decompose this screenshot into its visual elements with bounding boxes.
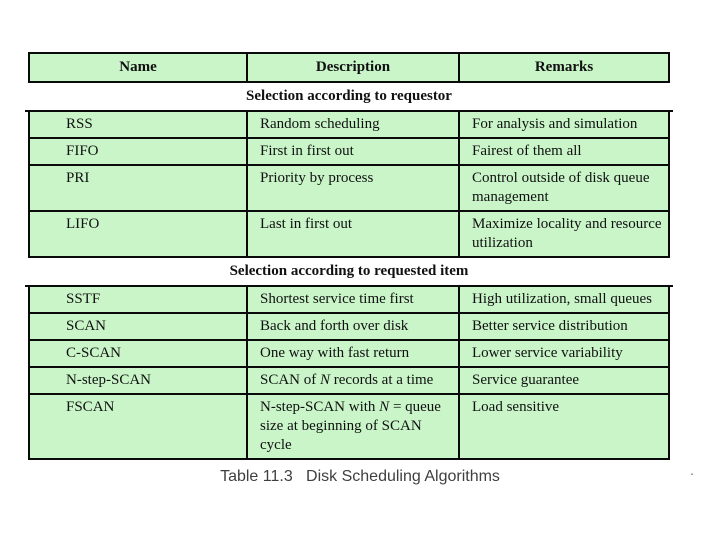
text-segment: Back and forth over disk [260,318,409,334]
text-segment: Control outside of disk queue management [472,170,650,205]
text-segment: Fairest of them all [472,143,582,159]
text-segment: RSS [66,116,93,132]
cell-name: N-step-SCAN [30,368,246,393]
cell-name: C-SCAN [30,341,246,366]
text-segment: Lower service variability [472,345,623,361]
table-row: C-SCAN One way with fast return Lower serv… [30,341,668,368]
cell-description: SCAN of N records at a time [246,368,458,393]
text-segment: SSTF [66,291,101,307]
table-header-row: Name Description Remarks [30,54,668,83]
text-segment: records at a time [330,372,434,388]
cell-remarks: Service guarantee [458,368,668,393]
text-segment: LIFO [66,216,100,232]
text-segment: Better service distribution [472,318,628,334]
text-segment: C-SCAN [66,345,122,361]
text-segment: N [379,399,390,415]
cell-name: PRI [30,166,246,210]
text-segment: First in first out [260,143,354,159]
cell-remarks: High utilization, small queues [458,287,668,312]
column-header-description: Description [246,54,458,81]
cell-name: FIFO [30,139,246,164]
text-segment: PRI [66,170,90,186]
text-segment: SCAN of [260,372,321,388]
table-row: LIFO Last in first out Maximize locality a… [30,212,668,258]
column-header-name: Name [119,59,157,75]
cell-description: Last in first out [246,212,458,256]
text-segment: Priority by process [260,170,374,186]
table-row: SCAN Back and forth over disk Better servi… [30,314,668,341]
cell-remarks: Lower service variability [458,341,668,366]
cell-remarks: Fairest of them all [458,139,668,164]
text-segment: High utilization, small queues [472,291,652,307]
cell-name: SCAN [30,314,246,339]
cell-description: Shortest service time first [246,287,458,312]
cell-description: One way with fast return [246,341,458,366]
cell-name: SSTF [30,287,246,312]
text-segment: N [320,372,331,388]
cell-name: LIFO [30,212,246,256]
text-segment: FSCAN [66,399,115,415]
column-header-remarks: Remarks [458,54,668,81]
table-row: N-step-SCAN SCAN of N records at a time Se… [30,368,668,395]
table-row: FSCAN N-step-SCAN with N = queue size at … [30,395,668,458]
cell-description: N-step-SCAN with N = queue size at begin… [246,395,458,458]
text-segment: Last in first out [260,216,353,232]
table-row: PRI Priority by process Control outside of… [30,166,668,212]
text-segment: Maximize locality and resource utilizati… [472,216,662,251]
cell-name: FSCAN [30,395,246,458]
cell-name: RSS [30,112,246,137]
disk-scheduling-table: Name Description Remarks Selection accor… [25,52,673,460]
text-segment: Random scheduling [260,116,380,132]
section-header: Selection according to requestor [25,83,673,112]
cell-remarks: Control outside of disk queue management [458,166,668,210]
table-caption: Table 11.3 Disk Scheduling Algorithms [220,468,500,485]
table-row: FIFO First in first out Fairest of them al… [30,139,668,166]
cell-description: Back and forth over disk [246,314,458,339]
table-row: SSTF Shortest service time first High util… [30,287,668,314]
text-segment: Shortest service time first [260,291,414,307]
text-segment: FIFO [66,143,99,159]
cell-description: Random scheduling [246,112,458,137]
cell-remarks: Load sensitive [458,395,668,458]
cell-remarks: For analysis and simulation [458,112,668,137]
cell-description: First in first out [246,139,458,164]
text-segment: = queue size at beginning of SCAN cycle [260,399,441,453]
cell-remarks: Maximize locality and resource utilizati… [458,212,668,256]
text-segment: N-step-SCAN with [260,399,380,415]
text-segment: For analysis and simulation [472,116,638,132]
text-segment: SCAN [66,318,107,334]
text-segment: N-step-SCAN [66,372,151,388]
cell-description: Priority by process [246,166,458,210]
cell-remarks: Better service distribution [458,314,668,339]
stray-period: . [690,462,694,478]
text-segment: One way with fast return [260,345,410,361]
text-segment: Load sensitive [472,399,560,415]
section-header: Selection according to requested item [25,258,673,287]
table-row: RSS Random scheduling For analysis and sim… [30,112,668,139]
text-segment: Service guarantee [472,372,580,388]
